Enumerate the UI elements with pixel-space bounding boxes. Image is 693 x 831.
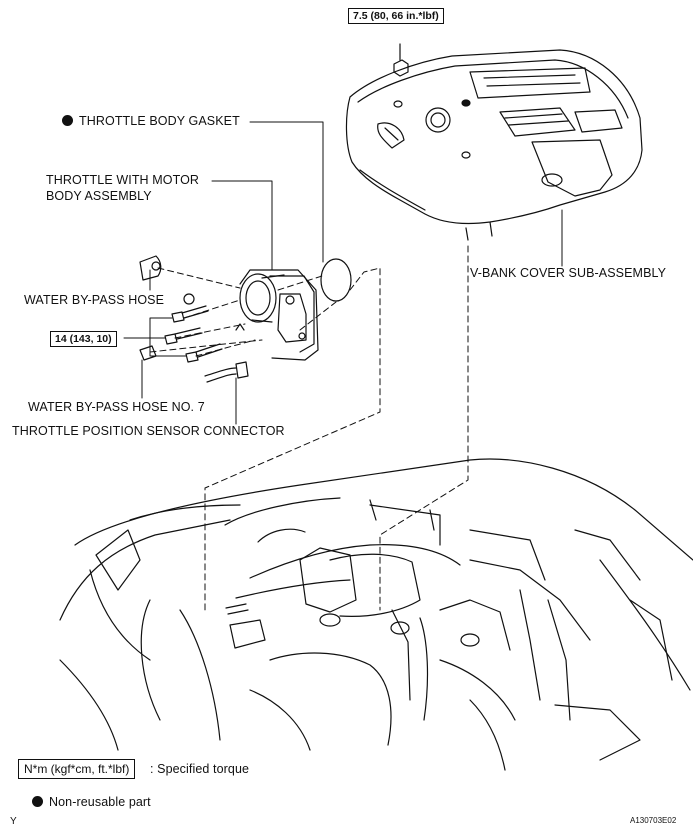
- label-v-bank-cover: V-BANK COVER SUB-ASSEMBLY: [470, 266, 667, 280]
- gasket-text: THROTTLE BODY GASKET: [79, 114, 240, 128]
- gasket-drawing: [320, 258, 352, 302]
- non-reusable-legend-dot-icon: [32, 796, 43, 807]
- label-water-bypass-hose: WATER BY-PASS HOSE: [24, 293, 165, 307]
- v-bank-cover-drawing: [345, 43, 643, 241]
- fasteners-drawing: [139, 255, 249, 383]
- non-reusable-dot-icon: [62, 115, 73, 126]
- legend-nonreusable: Non-reusable part: [32, 795, 151, 810]
- torque-spec-throttle: 14 (143, 10): [50, 331, 117, 347]
- label-throttle-with-motor-line2: BODY ASSEMBLY: [46, 189, 152, 203]
- label-throttle-body-gasket: THROTTLE BODY GASKET: [62, 114, 240, 129]
- throttle-body-drawing: [239, 269, 319, 361]
- nonreusable-text: Non-reusable part: [49, 795, 151, 809]
- legend-torque-text: : Specified torque: [150, 762, 250, 776]
- figure-code: A130703E02: [630, 816, 677, 825]
- torque-spec-cover: 7.5 (80, 66 in.*lbf): [348, 8, 444, 24]
- engine-drawing: [59, 458, 693, 771]
- leader-lines: [123, 121, 563, 425]
- corner-mark: Y: [10, 816, 17, 827]
- label-tps-connector: THROTTLE POSITION SENSOR CONNECTOR: [12, 424, 285, 438]
- legend-torque-unit: N*m (kgf*cm, ft.*lbf): [18, 759, 136, 779]
- label-water-bypass-hose-7: WATER BY-PASS HOSE NO. 7: [28, 400, 205, 414]
- label-throttle-with-motor-line1: THROTTLE WITH MOTOR: [46, 173, 200, 187]
- alignment-lines: [149, 245, 469, 611]
